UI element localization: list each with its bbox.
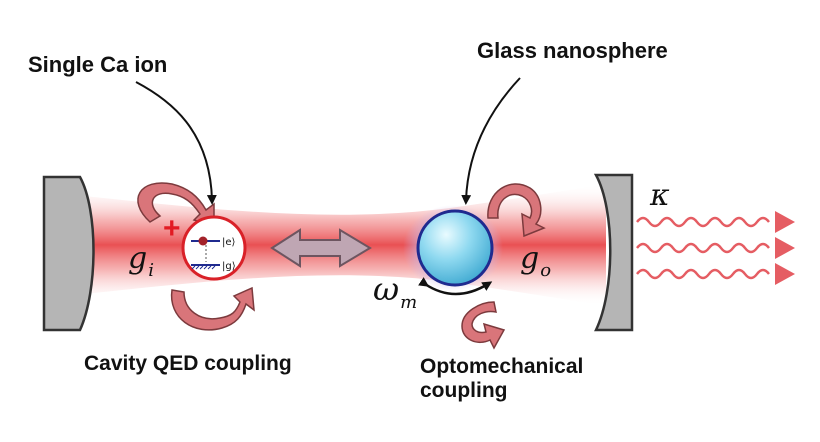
kappa-symbol: κ [649,178,670,213]
ion-coupling-arrow-bottom [170,286,255,331]
omega-m-symbol: ωm [373,270,417,313]
g-o-subscript: o [540,260,551,281]
g-i-symbol: gi [128,241,154,281]
sphere-coupling-arrow-bottom [461,301,506,350]
omega-subscript: m [400,292,417,313]
ion-coupling-arrow-top [137,182,215,228]
output-arrowhead-bottom [775,263,795,285]
omega-base: ω [373,270,399,308]
g-o-base: g [520,241,539,276]
output-wave-top [636,216,770,228]
ground-hatch [191,265,216,270]
optomechanical-label-line2: coupling [420,379,508,402]
optomechanical-label-line1: Optomechanical [420,355,583,378]
exchange-double-arrow [270,228,372,268]
ca-ion: |e⟩ |g⟩ [181,215,247,281]
ground-state-label: |g⟩ [222,261,236,272]
output-arrowhead-middle [775,237,795,259]
output-wave-middle [636,242,770,254]
excited-state-label: |e⟩ [222,237,236,248]
right-mirror [593,173,634,332]
sphere-body [416,209,494,287]
ion-circle [181,215,247,281]
ion-title: Single Ca ion [28,52,167,77]
glass-nanosphere [403,205,503,291]
output-waves [636,216,770,280]
sphere-pointer-arrow [461,77,521,205]
cavity-qed-label: Cavity QED coupling [84,352,292,375]
electron-dot [198,236,208,246]
sphere-title: Glass nanosphere [477,38,668,63]
mechanical-oscillation-arrow [418,277,493,296]
output-wave-bottom [636,268,770,280]
g-o-symbol: go [520,241,551,281]
ion-charge-plus: + [163,212,181,245]
ion-pointer-arrow [135,81,217,205]
sphere-coupling-arrow-top [487,183,546,238]
g-i-subscript: i [148,260,154,281]
left-mirror [42,175,95,332]
g-i-base: g [128,241,147,276]
output-arrowhead-top [775,211,795,233]
